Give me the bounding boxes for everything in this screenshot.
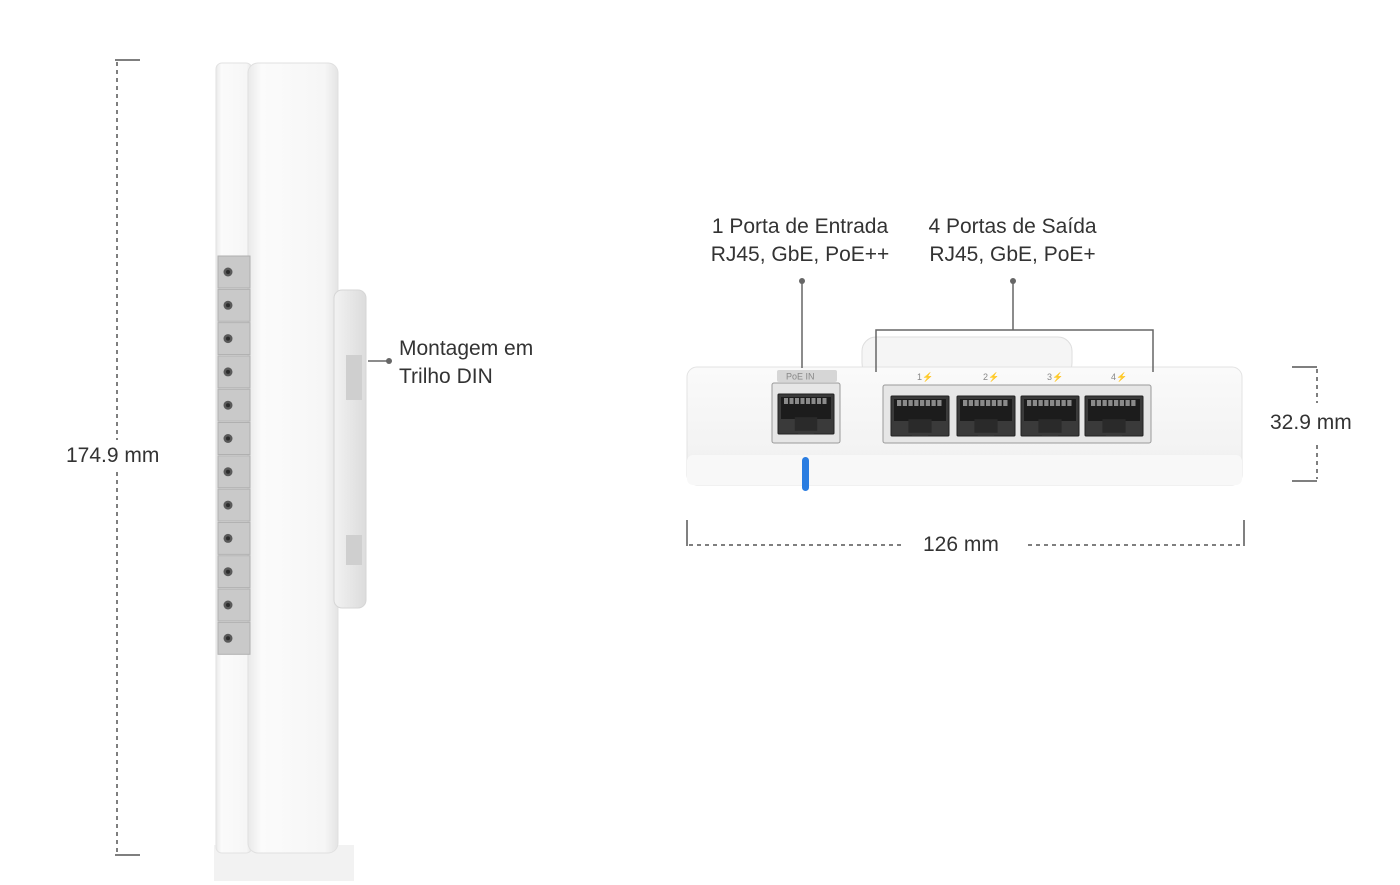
- rj45-sockets: [777, 393, 1144, 437]
- rj45-socket: [956, 395, 1016, 437]
- port-number-3: 3⚡: [1047, 371, 1063, 383]
- height-dimension-label: 174.9 mm: [66, 444, 160, 467]
- poe-in-label-plate: [777, 370, 837, 382]
- vent-slot: [217, 621, 251, 655]
- din-rail-callout: Montagem em Trilho DIN: [399, 335, 533, 391]
- front-callout-lines: [801, 282, 1154, 372]
- output-port-housing: [882, 384, 1152, 444]
- vent-screw-center: [226, 303, 230, 308]
- din-rail-callout-line1: Montagem em: [399, 337, 534, 360]
- vent-screw-center: [226, 270, 230, 274]
- output-port-numbers: 1⚡ 2⚡ 3⚡ 4⚡: [917, 371, 1127, 383]
- input-callout-dot: [799, 278, 805, 284]
- port-number-2: 2⚡: [983, 371, 999, 383]
- output-ports-callout-line1: 4 Portas de Saída: [928, 215, 1097, 238]
- vent-slot: [217, 355, 251, 389]
- rj45-socket: [1084, 395, 1144, 437]
- vent-slot: [217, 455, 251, 489]
- vent-slot: [217, 388, 251, 422]
- vent-slot: [217, 555, 251, 589]
- vent-screw-center: [226, 636, 230, 641]
- port-number-4: 4⚡: [1111, 371, 1127, 383]
- vent-screw-center: [226, 436, 230, 441]
- front-lower-strip: [687, 455, 1242, 485]
- output-ports-callout: 4 Portas de Saída RJ45, GbE, PoE+: [900, 213, 1125, 269]
- vent-slot: [217, 588, 251, 622]
- vent-screw-center: [226, 403, 230, 408]
- vent-slot: [217, 288, 251, 322]
- vent-slot: [217, 255, 251, 289]
- width-dimension-label: 126 mm: [923, 533, 999, 556]
- din-callout-line: [368, 358, 392, 364]
- din-clip-notch-bottom: [346, 535, 362, 565]
- vent-screw-center: [226, 536, 230, 541]
- din-rail-callout-line2: Trilho DIN: [399, 365, 493, 388]
- depth-dimension-label: 32.9 mm: [1270, 411, 1352, 434]
- vent-slot: [217, 322, 251, 356]
- output-ports-callout-line2: RJ45, GbE, PoE+: [929, 243, 1096, 266]
- rj45-socket: [890, 395, 950, 437]
- vent-screw-center: [226, 469, 230, 474]
- vent-screw-center: [226, 336, 230, 341]
- side-vent-grid: [217, 255, 251, 655]
- input-port-callout: 1 Porta de Entrada RJ45, GbE, PoE++: [690, 213, 910, 269]
- vent-screw-center: [226, 603, 230, 607]
- port-number-1: 1⚡: [917, 371, 933, 383]
- vent-screw-center: [226, 369, 230, 374]
- front-view-device: PoE IN 1⚡ 2⚡ 3⚡ 4⚡: [686, 336, 1243, 491]
- rj45-socket: [1020, 395, 1080, 437]
- vent-slot: [217, 488, 251, 522]
- side-view-device: [214, 62, 367, 881]
- vent-slot: [217, 422, 251, 455]
- input-port-callout-line2: RJ45, GbE, PoE++: [710, 243, 890, 266]
- vent-screw-center: [226, 569, 230, 574]
- height-dimension-line: [115, 59, 140, 856]
- input-port-callout-line1: 1 Porta de Entrada: [711, 215, 889, 238]
- din-clip-notch-top: [346, 355, 362, 400]
- status-led: [802, 457, 809, 491]
- poe-in-marking: PoE IN: [786, 372, 815, 382]
- width-dimension-line: [686, 520, 1245, 546]
- output-callout-dot: [1010, 278, 1016, 284]
- vent-screw-center: [226, 503, 230, 508]
- rj45-socket: [777, 393, 835, 435]
- side-main-body: [247, 62, 339, 854]
- depth-dimension-line: [1292, 366, 1318, 482]
- vent-slot: [217, 521, 251, 555]
